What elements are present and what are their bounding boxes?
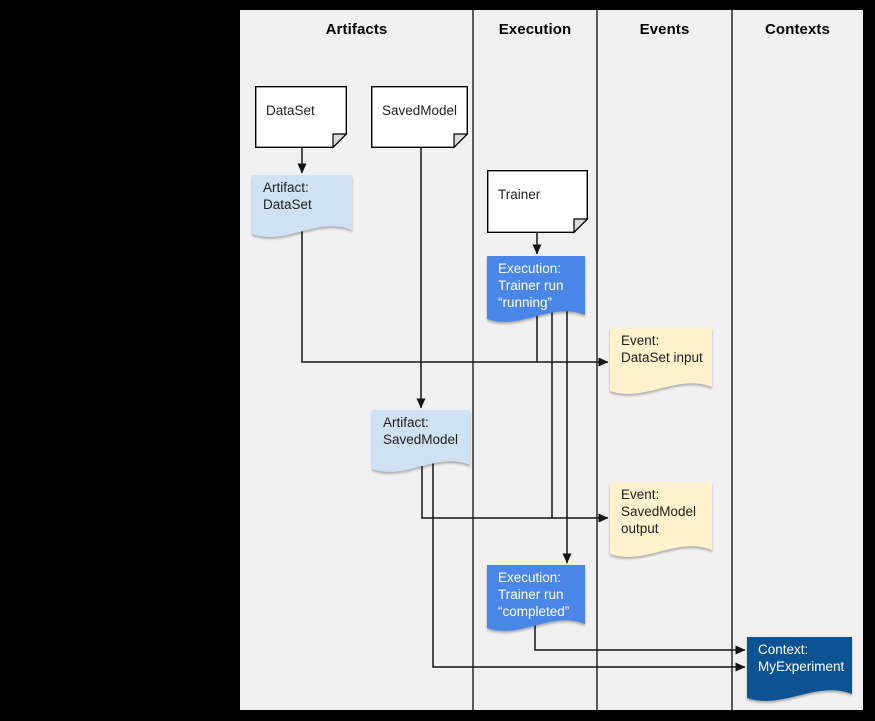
context-myexperiment-node: Context: MyExperiment xyxy=(747,637,852,704)
artifact-dataset-label: Artifact: DataSet xyxy=(263,179,350,213)
event-savedmodel-output-label: Event: SavedModel output xyxy=(621,486,710,537)
event-dataset-input-label-line: DataSet input xyxy=(621,350,703,365)
dataset-file-label: DataSet xyxy=(266,86,345,134)
connector-layer xyxy=(297,10,746,710)
column-header-artifacts: Artifacts xyxy=(325,21,388,38)
trainer-file-label: Trainer xyxy=(498,170,586,219)
wave-shape-icon xyxy=(747,637,852,701)
savedmodel-file-node: SavedModel xyxy=(371,86,469,149)
dataset-file-label-line: DataSet xyxy=(266,102,315,118)
event-savedmodel-output-label-line: Event: xyxy=(621,487,660,502)
artifact-savedmodel-to-context-connector xyxy=(432,462,746,672)
execution-running-label: Execution: Trainer run “running” xyxy=(498,260,583,311)
savedmodel-file-label-line: SavedModel xyxy=(382,102,458,118)
event-savedmodel-output-node: Event: SavedModel output xyxy=(610,482,712,560)
execution-running-label-line: Trainer run xyxy=(498,278,564,293)
context-myexperiment-label: Context: MyExperiment xyxy=(758,641,850,675)
event-dataset-input-label: Event: DataSet input xyxy=(621,332,710,366)
artifact-savedmodel-label-line: Artifact: xyxy=(383,415,429,430)
event-savedmodel-output-label-line: output xyxy=(621,521,659,536)
event-dataset-input-label-line: Event: xyxy=(621,333,660,348)
column-header-events: Events xyxy=(639,21,690,38)
event-dataset-input-node: Event: DataSet input xyxy=(610,328,712,397)
artifact-dataset-label-line: DataSet xyxy=(263,197,312,212)
artifact-savedmodel-label: Artifact: SavedModel xyxy=(383,414,468,448)
execution-completed-label: Execution: Trainer run “completed” xyxy=(498,569,583,620)
artifact-dataset-to-event-input-connector xyxy=(301,228,609,367)
execution-completed-label-line: Trainer run xyxy=(498,587,564,602)
wave-shape-icon xyxy=(610,328,712,394)
execution-completed-node: Execution: Trainer run “completed” xyxy=(487,565,585,634)
artifact-savedmodel-to-event-output-connector xyxy=(421,462,609,523)
execution-completed-to-context-connector xyxy=(534,620,746,655)
artifact-savedmodel-node: Artifact: SavedModel xyxy=(372,410,470,475)
context-myexperiment-label-line: Context: xyxy=(758,642,809,657)
artifact-savedmodel-label-line: SavedModel xyxy=(383,432,459,447)
execution-completed-label-line: “completed” xyxy=(498,604,570,619)
artifact-dataset-node: Artifact: DataSet xyxy=(252,175,352,240)
trainer-file-label-line: Trainer xyxy=(498,187,541,202)
wave-shape-icon xyxy=(372,410,470,472)
document-shape-icon xyxy=(255,86,348,149)
wave-shape-icon xyxy=(252,175,352,237)
event-savedmodel-output-label-line: SavedModel xyxy=(621,504,697,519)
wave-shape-icon xyxy=(487,565,585,631)
savedmodel-file-label: SavedModel xyxy=(382,86,466,134)
execution-running-label-line: “running” xyxy=(498,295,553,310)
wave-shape-icon xyxy=(487,256,585,322)
column-header-contexts: Contexts xyxy=(765,21,830,38)
dataset-file-node: DataSet xyxy=(255,86,348,149)
artifact-dataset-label-line: Artifact: xyxy=(263,180,309,195)
document-shape-icon xyxy=(487,170,589,234)
document-shape-icon xyxy=(371,86,469,149)
column-header-execution: Execution xyxy=(498,21,572,38)
execution-completed-label-line: Execution: xyxy=(498,570,562,585)
wave-shape-icon xyxy=(610,482,712,557)
trainer-file-node: Trainer xyxy=(487,170,589,234)
context-myexperiment-label-line: MyExperiment xyxy=(758,659,845,674)
execution-running-label-line: Execution: xyxy=(498,261,562,276)
execution-running-node: Execution: Trainer run “running” xyxy=(487,256,585,325)
